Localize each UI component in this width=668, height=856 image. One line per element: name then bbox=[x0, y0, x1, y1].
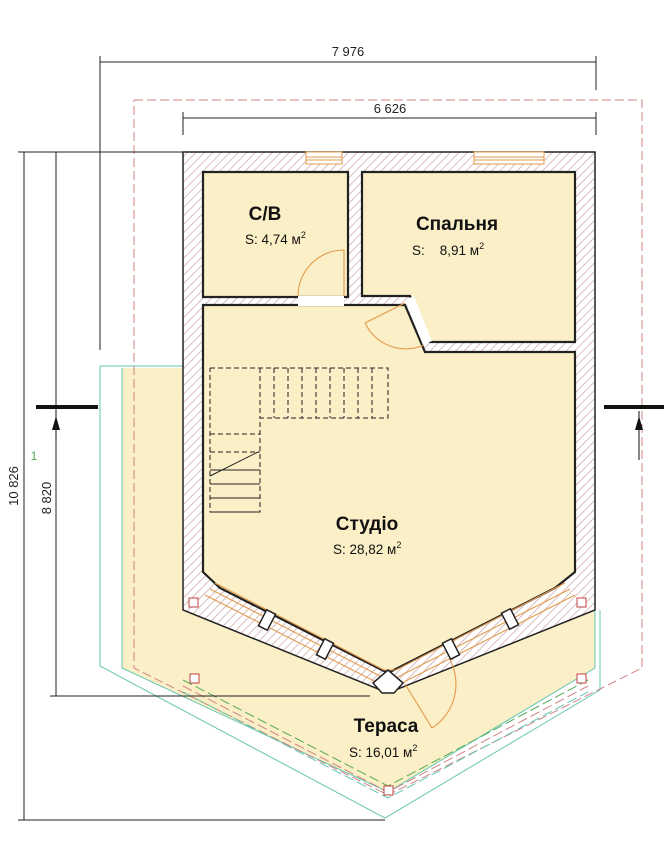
studio-area: S: 28,82 м2 bbox=[333, 540, 401, 557]
section-markers bbox=[36, 405, 664, 460]
dim-overall-height: 10 826 bbox=[6, 466, 21, 506]
terrace-area-value: S: 16,01 м bbox=[349, 745, 412, 760]
bedroom-door-opening bbox=[405, 296, 432, 345]
bathroom-room bbox=[201, 170, 350, 299]
studio-area-value: S: 28,82 м bbox=[333, 542, 396, 557]
terrace-area: S: 16,01 м2 bbox=[349, 743, 417, 760]
interior-rooms bbox=[201, 170, 577, 675]
stairs-solid bbox=[209, 451, 260, 513]
dim-inner-height: 8 820 bbox=[39, 482, 54, 515]
studio-name: Студіо bbox=[336, 514, 399, 535]
dim-inner-width: 6 626 bbox=[374, 101, 407, 116]
terrace-area-unit-power: 2 bbox=[412, 743, 417, 753]
window-bathroom bbox=[305, 151, 343, 165]
studio-area-unit-power: 2 bbox=[396, 540, 401, 550]
bathroom-name: С/В bbox=[249, 204, 282, 225]
bedroom-area-value: S: 8,91 м bbox=[412, 243, 479, 258]
window-bedroom bbox=[473, 151, 545, 165]
glazing-mullions bbox=[257, 607, 520, 694]
column-markers bbox=[188, 597, 587, 796]
bedroom-area-unit-power: 2 bbox=[479, 241, 484, 251]
terrace-name: Тераса bbox=[354, 716, 419, 737]
studio-room bbox=[201, 303, 577, 675]
bedroom-area: S: 8,91 м2 bbox=[412, 241, 484, 258]
bedroom-name: Спальня bbox=[416, 214, 498, 235]
top-windows bbox=[305, 151, 545, 165]
bathroom-area-unit-power: 2 bbox=[301, 230, 306, 240]
section-marker-label: 1 bbox=[31, 449, 38, 463]
bathroom-area: S: 4,74 м2 bbox=[245, 230, 306, 247]
bathroom-area-value: S: 4,74 м bbox=[245, 232, 301, 247]
dim-overall-width: 7 976 bbox=[332, 44, 365, 59]
doors bbox=[297, 249, 457, 729]
bathroom-door-opening bbox=[298, 296, 344, 306]
red-dashed-outline bbox=[133, 99, 643, 796]
